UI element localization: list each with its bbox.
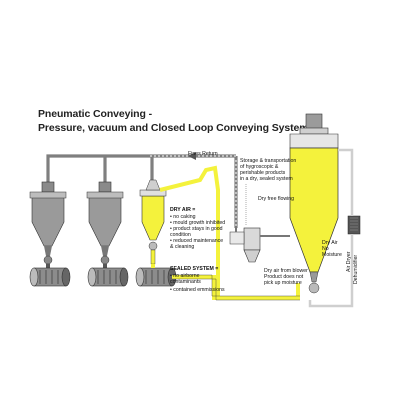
cyclone-filter (229, 226, 290, 263)
sealed-item-1: • no airborne (170, 273, 200, 279)
dry-air-item-6: & cleaning (170, 244, 195, 250)
hopper-1 (29, 181, 67, 270)
dry-air-item-2: • mould growth inhibited (170, 220, 226, 226)
drum-1 (29, 267, 71, 287)
blower-line-3: pick up moisture (264, 280, 302, 286)
storage-line-3: perishable products (240, 170, 286, 176)
title-line-1: Pneumatic Conveying - (38, 108, 153, 120)
air-dryer (308, 148, 361, 308)
blower-line-1: Dry air from blower (264, 268, 308, 274)
dry-air-heading: DRY AIR = (170, 207, 196, 213)
dry-air-item-5: • reduced maintenance (170, 238, 224, 244)
sealed-heading: SEALED SYSTEM = (170, 266, 219, 272)
no-moisture-line-1: Dry Air (322, 240, 338, 246)
dry-air-item-1: • no caking (170, 214, 196, 220)
silo (289, 113, 339, 294)
dehumidifier-label: Dehumidifier (353, 254, 359, 284)
no-moisture-line-3: Moisture (322, 252, 342, 258)
no-moisture-line-2: No (322, 246, 329, 252)
blower-line-2: Product does not (264, 274, 304, 280)
title-line-2: Pressure, vacuum and Closed Loop Conveyi… (38, 122, 315, 134)
yellow-conveying-line (151, 165, 300, 300)
fines-return-label: Fines Return (188, 151, 218, 157)
yellow-line-outline (172, 274, 300, 301)
dry-air-item-4: condition (170, 232, 191, 238)
dry-free-flowing-label: Dry free flowing (258, 196, 295, 202)
sealed-item-3: • contained emmissions (170, 287, 225, 293)
hopper-3-yellow (139, 179, 167, 265)
storage-line-1: Storage & transportation (240, 158, 297, 164)
storage-line-2: of hygroscopic & (240, 164, 279, 170)
air-dryer-label: Air Dryer (346, 251, 352, 272)
drum-2 (87, 267, 129, 287)
fines-arrow (188, 152, 196, 160)
dry-air-item-3: • product stays in good (170, 226, 223, 232)
hopper-2 (86, 181, 124, 270)
storage-line-4: in a dry, sealed system (240, 176, 293, 182)
sealed-item-2: contaminants (170, 279, 201, 285)
